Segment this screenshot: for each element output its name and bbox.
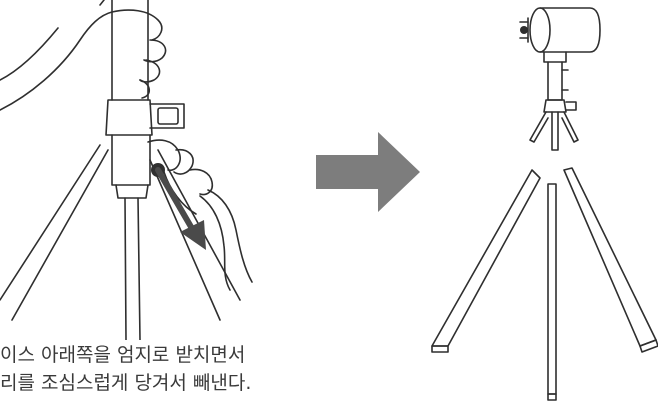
instruction-caption: 이스 아래쪽을 엄지로 받치면서 리를 조심스럽게 당겨서 빼낸다. bbox=[0, 341, 330, 397]
caption-line-2: 리를 조심스럽게 당겨서 빼낸다. bbox=[0, 369, 330, 397]
caption-line-1: 이스 아래쪽을 엄지로 받치면서 bbox=[0, 341, 330, 369]
